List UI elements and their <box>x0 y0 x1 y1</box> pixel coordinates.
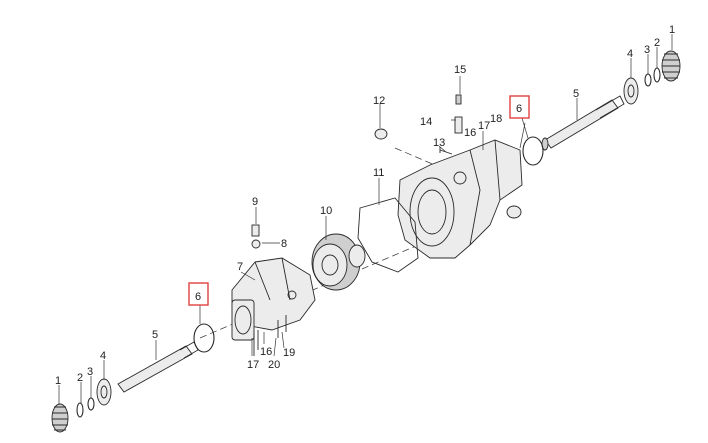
snap-ring-left <box>76 402 84 418</box>
gasket <box>357 197 419 273</box>
callout-2-right: 2 <box>654 37 660 49</box>
callout-4-left: 4 <box>100 350 106 362</box>
o-ring-left <box>193 323 215 353</box>
callout-13: 13 <box>433 137 445 149</box>
callout-10: 10 <box>320 205 332 217</box>
callout-1-right: 1 <box>669 24 675 36</box>
sensor-plug <box>251 224 260 237</box>
callout-11: 11 <box>373 167 384 179</box>
callout-19: 19 <box>283 347 295 359</box>
highlight-box-6-left <box>188 282 209 306</box>
callout-17-top: 17 <box>478 120 490 132</box>
bevel-gear-right <box>661 50 681 82</box>
highlight-box-6-right <box>509 95 530 119</box>
plug-and-screw <box>454 94 463 134</box>
callout-5-right: 5 <box>573 88 579 100</box>
shaft-right <box>541 95 625 151</box>
callout-16-top: 16 <box>464 127 476 139</box>
callout-5-left: 5 <box>152 329 158 341</box>
shaft-left <box>117 341 199 393</box>
callout-1-left: 1 <box>55 375 61 387</box>
callout-2-left: 2 <box>77 372 83 384</box>
bolts-bottom <box>253 315 287 356</box>
callout-9: 9 <box>252 196 258 208</box>
callout-18: 18 <box>490 113 502 125</box>
snap-ring-right <box>653 67 661 83</box>
main-housing <box>397 139 523 259</box>
callout-6-left: 6 <box>195 291 201 303</box>
callout-14: 14 <box>420 116 432 128</box>
callout-3-right: 3 <box>644 44 650 56</box>
callout-3-left: 3 <box>87 366 93 378</box>
washer-left <box>87 397 95 411</box>
callout-12: 12 <box>373 95 385 107</box>
bevel-gear-left <box>51 403 69 433</box>
bushing <box>506 205 522 219</box>
sleeve <box>374 128 388 140</box>
callout-17-bottom: 17 <box>247 359 259 371</box>
left-housing <box>231 257 316 341</box>
callout-15: 15 <box>454 64 466 76</box>
plug-nut <box>251 239 261 249</box>
bearing-right <box>623 77 639 105</box>
callout-16-bottom: 16 <box>260 346 272 358</box>
ring-gear-assembly <box>311 233 366 291</box>
callout-4-right: 4 <box>627 48 633 60</box>
washer-right <box>644 73 652 87</box>
leader-lines <box>58 34 673 404</box>
callout-7: 7 <box>237 261 243 273</box>
o-ring-right <box>522 136 544 166</box>
callout-8: 8 <box>281 238 287 250</box>
callout-20: 20 <box>268 359 280 371</box>
callout-6-right: 6 <box>516 103 522 115</box>
bearing-left <box>96 378 112 406</box>
